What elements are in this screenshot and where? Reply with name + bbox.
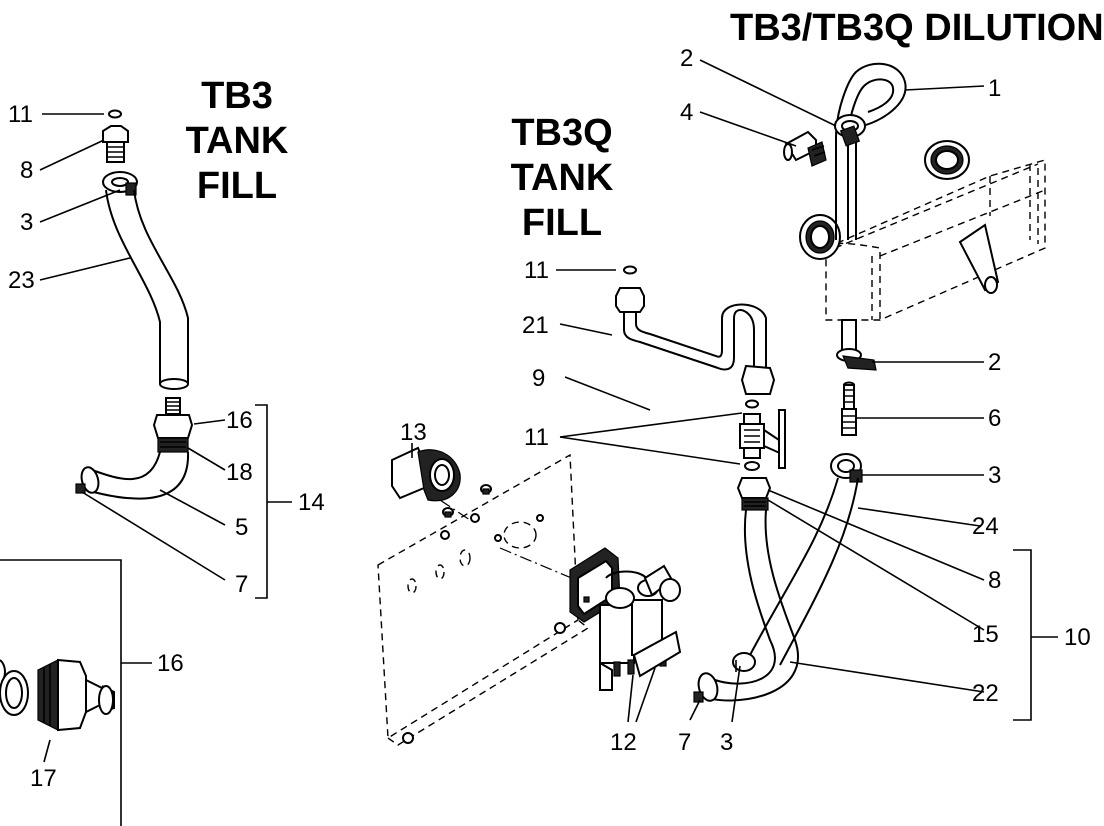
tb3-tank-fill-assembly: 11 8 3 23 16 18 5 7 14: [8, 101, 325, 599]
callout-3: 3: [20, 209, 33, 236]
elbow-fitting-part: [783, 130, 827, 167]
elbow-assembly: [75, 397, 194, 500]
callout-14: 14: [298, 489, 325, 516]
dilution-title: TB3/TB3Q DILUTION: [730, 7, 1104, 49]
callout-22: 22: [972, 680, 999, 707]
fill-tube-assembly: [615, 265, 786, 471]
callout-5: 5: [235, 514, 248, 541]
callout-11-pair: 11: [524, 424, 549, 451]
hose-part: [105, 189, 161, 384]
tb3-title-line-2: TANK: [186, 120, 289, 162]
callout-10: 10: [1064, 624, 1091, 651]
callout-7-bottom: 7: [678, 729, 691, 756]
tb3q-title-line-3: FILL: [522, 202, 602, 244]
callout-3-bottom: 3: [720, 729, 733, 756]
callout-1: 1: [988, 75, 1001, 102]
clamp-part: [830, 453, 863, 483]
clamp-part: [834, 114, 866, 147]
strain-relief-part: [391, 446, 461, 502]
callout-15: 15: [972, 621, 999, 648]
hose-part: [749, 477, 839, 656]
callout-7: 7: [235, 571, 248, 598]
tb3q-title-line-1: TB3Q: [511, 112, 612, 154]
detail-callout-17: 17: [30, 765, 57, 792]
detail-callout-16: 16: [157, 650, 184, 677]
mounting-bracket: [377, 453, 579, 740]
callout-6: 6: [988, 405, 1001, 432]
callout-16: 16: [226, 407, 253, 434]
tb3q-title-line-2: TANK: [511, 157, 614, 199]
callout-12: 12: [610, 729, 637, 756]
callout-2-top: 2: [680, 45, 693, 72]
detail-fitting-part: [37, 658, 115, 732]
callout-11-top: 11: [524, 257, 549, 284]
callout-4: 4: [680, 99, 693, 126]
washer-part: [108, 109, 122, 119]
tube-nut: [740, 364, 776, 395]
tb3-title-line-3: FILL: [197, 165, 277, 207]
callout-24: 24: [972, 513, 999, 540]
callout-2-bottom: 2: [988, 349, 1001, 376]
water-valve-part: [569, 547, 682, 691]
callout-23: 23: [8, 267, 35, 294]
barb-fitting-part: [841, 381, 857, 436]
fitting-part: [736, 477, 772, 511]
tb3-tank-fill-title: TB3 TANK FILL: [186, 75, 289, 207]
tb3q-tank-fill-assembly: 13 11 21 9 11 12: [377, 257, 743, 756]
callout-11: 11: [8, 101, 33, 128]
fill-tube-nut: [615, 287, 645, 313]
callout-3-right: 3: [988, 462, 1001, 489]
washer-part: [623, 265, 637, 275]
callout-13: 13: [400, 419, 427, 446]
fitting-part: [102, 125, 129, 163]
screw-parts: [442, 484, 492, 518]
tank-ports: [799, 140, 1000, 294]
dilution-assembly: 2 1 4 2 6 3 24 8 15 10 22 7 3: [678, 45, 1091, 756]
tb3-title-line-1: TB3: [201, 75, 273, 117]
callout-18: 18: [226, 459, 253, 486]
callout-8: 8: [988, 567, 1001, 594]
tb3q-tank-fill-title: TB3Q TANK FILL: [511, 112, 614, 244]
callout-9: 9: [532, 365, 545, 392]
tank-outline: [825, 159, 1046, 321]
tee-fitting-part: [739, 409, 786, 469]
callout-21: 21: [522, 312, 549, 339]
clamp-part: [836, 348, 877, 371]
callout-8: 8: [20, 157, 33, 184]
detail-box: 16 17: [0, 559, 184, 826]
